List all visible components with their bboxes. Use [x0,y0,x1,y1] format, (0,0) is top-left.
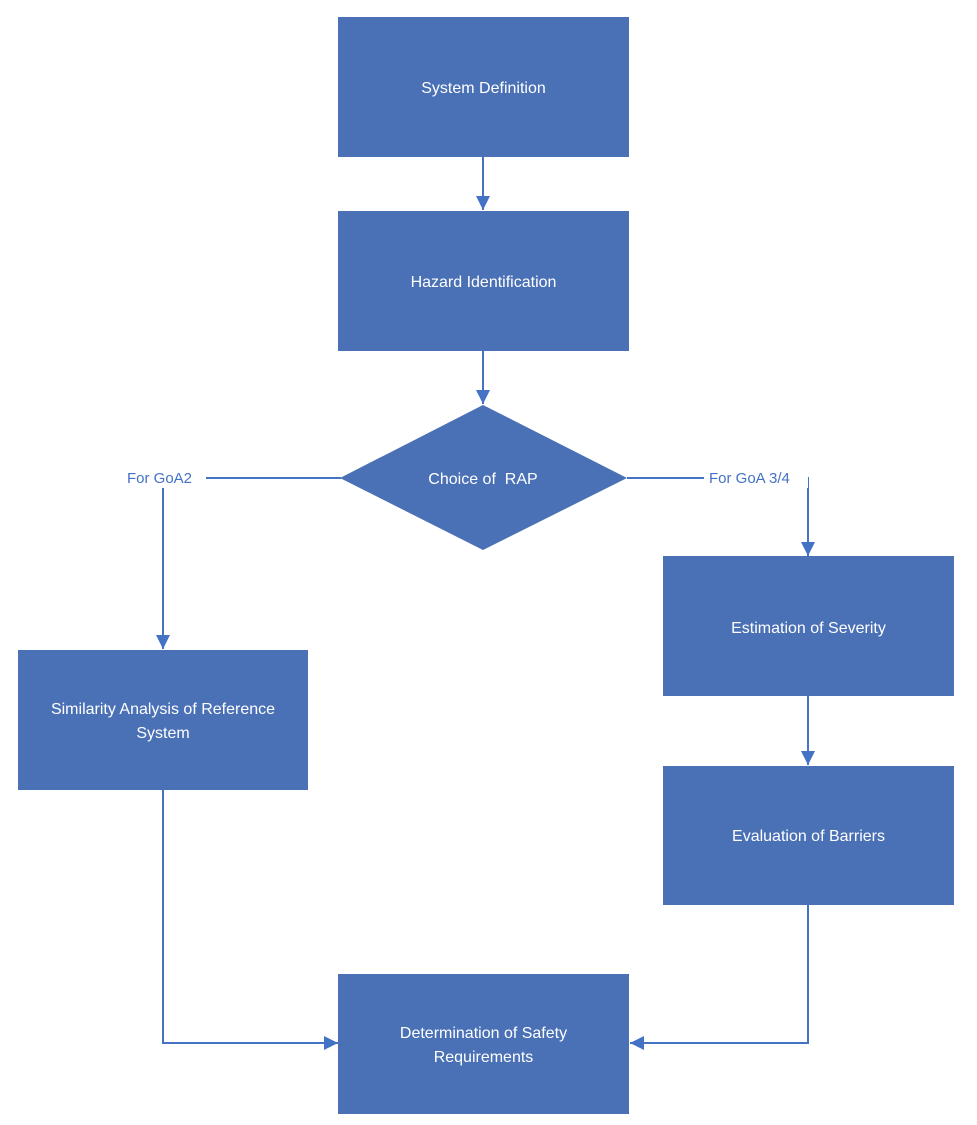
node-determination-label-line2: Requirements [434,1049,534,1066]
arrow-similarity-to-determination [162,789,338,1050]
node-determination-of-safety-requirements: Determination of Safety Requirements [338,974,629,1114]
node-system-definition: System Definition [338,17,629,157]
node-similarity-analysis-label-line2: System [136,725,189,742]
arrow-choice-to-similarity [156,477,341,649]
branch-label-right-bg [704,466,808,488]
node-similarity-analysis-box [18,650,308,790]
node-estimation-of-severity-label: Estimation of Severity [731,620,886,637]
node-system-definition-box [338,17,629,157]
node-determination-label-line1: Determination of Safety [400,1025,567,1042]
node-estimation-of-severity-box [663,556,954,696]
node-determination-box [338,974,629,1114]
node-evaluation-of-barriers: Evaluation of Barriers [663,766,954,905]
node-similarity-analysis: Similarity Analysis of Reference System [18,650,308,790]
node-system-definition-label: System Definition [421,80,546,97]
node-evaluation-of-barriers-label: Evaluation of Barriers [732,828,885,845]
branch-label-goa34: For GoA 3/4 [709,470,790,487]
arrow-barriers-to-determination [630,904,809,1050]
node-choice-of-rap-label: Choice of RAP [428,471,537,488]
node-hazard-identification: Hazard Identification [338,211,629,351]
node-hazard-identification-label: Hazard Identification [411,274,557,291]
arrow-choice-to-severity [627,477,815,556]
branch-label-goa2: For GoA2 [127,470,192,487]
node-similarity-analysis-label-line1: Similarity Analysis of Reference [51,701,275,718]
node-evaluation-of-barriers-box [663,766,954,905]
decision-diamond [340,405,627,550]
node-estimation-of-severity: Estimation of Severity [663,556,954,696]
node-choice-of-rap: Choice of RAP [340,405,627,550]
node-hazard-identification-box [338,211,629,351]
branch-label-left-bg [122,466,206,488]
